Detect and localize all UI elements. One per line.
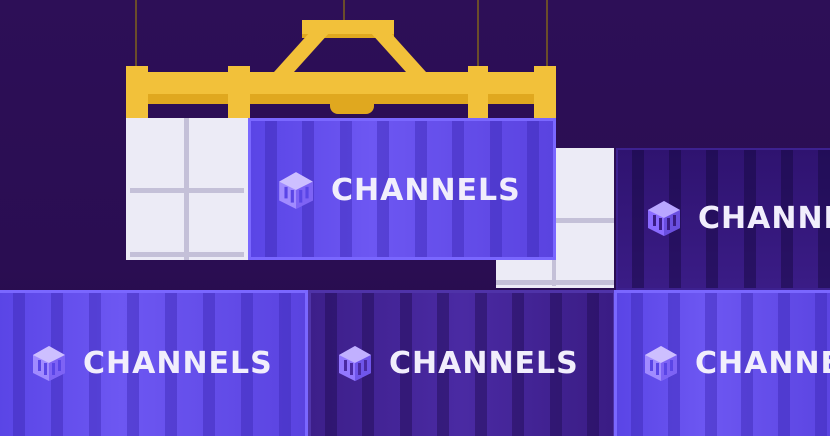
container-label: CHANNELS	[695, 345, 830, 381]
container-brand: CHANNELS	[29, 343, 273, 383]
container-bottom-left: CHANNELS	[0, 290, 308, 436]
container-brand: CHANNELS	[644, 198, 830, 238]
channels-cube-logo-icon	[641, 343, 681, 383]
container-label: CHANNELS	[331, 172, 521, 208]
container-ribs	[0, 293, 305, 436]
channels-cube-logo-icon	[29, 343, 69, 383]
channels-cube-logo-icon	[275, 169, 317, 211]
container-brand: CHANNELS	[641, 343, 830, 383]
container-hanging: CHANNELS	[248, 118, 556, 260]
crane-cable-center	[343, 0, 345, 24]
container-label: CHANNELS	[389, 345, 579, 381]
container-ribs	[617, 293, 830, 436]
container-label: CHANNELS	[698, 200, 830, 236]
crane-cable-left	[135, 0, 137, 72]
container-brand: CHANNELS	[275, 169, 521, 211]
container-ribs	[251, 121, 553, 257]
container-bottom-right: CHANNELS	[614, 290, 830, 436]
container-top-right: CHANNELS	[616, 148, 830, 290]
channels-cube-logo-icon	[644, 198, 684, 238]
container-brand: CHANNELS	[335, 343, 579, 383]
white-panel-box-left	[126, 118, 248, 260]
channels-cube-logo-icon	[335, 343, 375, 383]
crane-cable-right	[546, 0, 548, 72]
container-bottom-middle: CHANNELS	[308, 290, 616, 436]
crane-cable-right-inner	[477, 0, 479, 72]
container-label: CHANNELS	[83, 345, 273, 381]
